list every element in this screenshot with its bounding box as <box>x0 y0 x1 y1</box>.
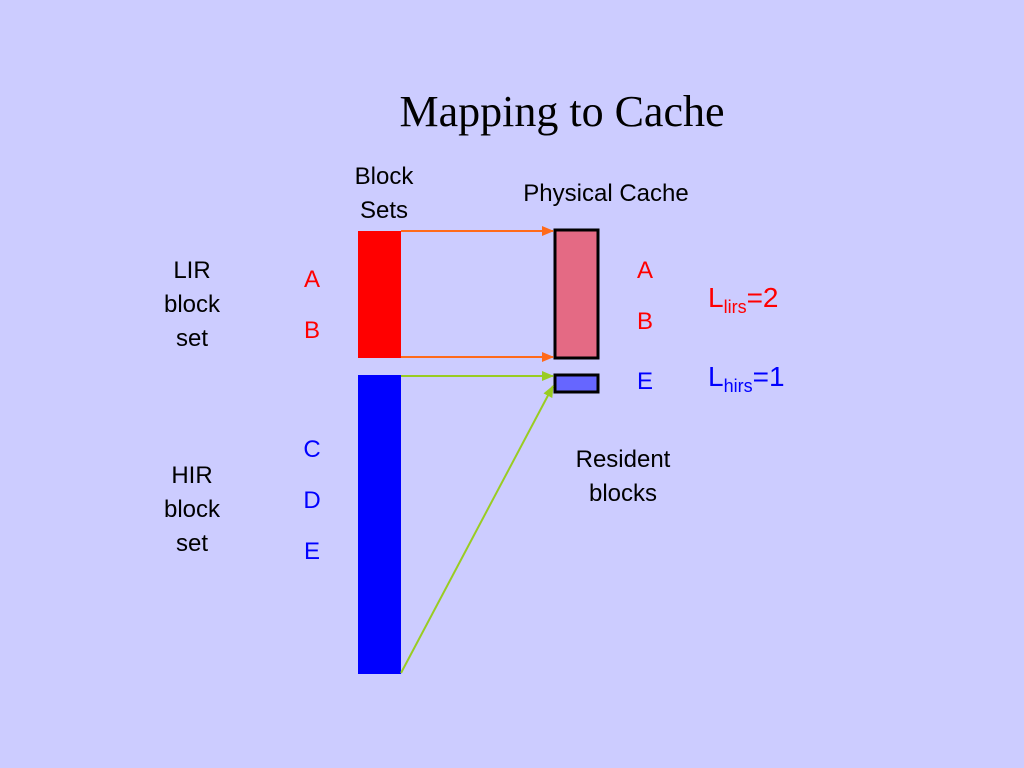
llirs-formula: Llirs=2 <box>708 282 779 318</box>
hir-block-letter-c: C <box>303 436 321 463</box>
lir-block-letter-a: A <box>303 266 320 293</box>
lir-block-set-label: LIR block set <box>142 254 242 356</box>
physical-cache-label: Physical Cache <box>523 180 689 207</box>
llirs-base: L <box>708 282 724 313</box>
lhirs-base: L <box>708 361 724 392</box>
lir-block-set-bar <box>358 231 401 358</box>
lir-block-letter-b: B <box>303 317 320 344</box>
resident-label-line2: blocks <box>588 480 658 507</box>
cache-letter-a: A <box>636 257 653 284</box>
cache-letter-e: E <box>636 368 653 395</box>
block-sets-label-line2: Sets <box>359 197 409 224</box>
hir-block-set-bar <box>358 375 401 674</box>
block-sets-label: Block Sets <box>334 160 434 228</box>
hir-label-line1: HIR <box>171 462 213 489</box>
hir-arrow-diagonal <box>400 385 554 674</box>
hir-block-letter-e: E <box>303 538 320 565</box>
page-title: Mapping to Cache <box>399 87 725 136</box>
block-sets-label-line1: Block <box>354 163 414 190</box>
resident-blocks-label: Resident blocks <box>553 443 693 511</box>
hir-label-line2: block <box>163 496 221 523</box>
lhirs-value: =1 <box>752 361 785 392</box>
cache-lir-region <box>553 228 600 360</box>
cache-hir-region <box>553 373 600 394</box>
lhirs-formula: Lhirs=1 <box>708 361 785 397</box>
lir-label-line1: LIR <box>173 257 211 284</box>
hir-block-letter-d: D <box>303 487 321 514</box>
hir-label-line3: set <box>175 530 208 557</box>
llirs-value: =2 <box>746 282 779 313</box>
llirs-sub: lirs <box>723 297 747 317</box>
lir-label-line2: block <box>163 291 221 318</box>
lhirs-sub: hirs <box>723 376 753 396</box>
resident-label-line1: Resident <box>575 446 671 473</box>
cache-letter-b: B <box>636 308 653 335</box>
hir-block-set-label: HIR block set <box>142 459 242 561</box>
lir-label-line3: set <box>175 325 208 352</box>
